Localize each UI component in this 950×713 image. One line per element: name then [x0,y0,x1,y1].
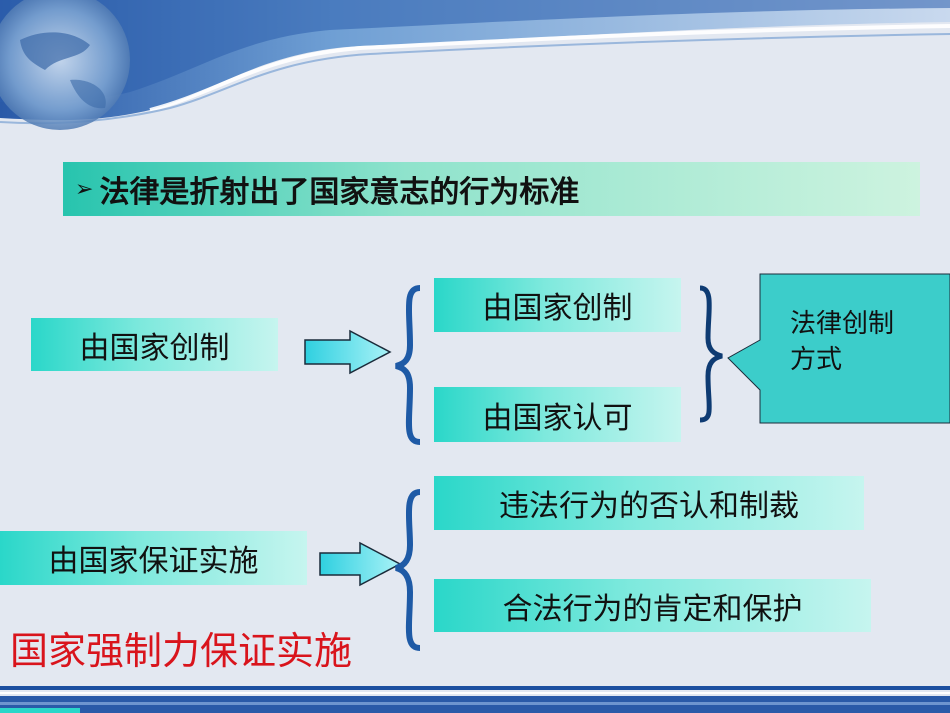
branch-box-affirm: 合法行为的肯定和保护 [434,579,871,632]
arrow-right-icon [304,329,392,375]
branch-box-recognized: 由国家认可 [434,387,681,442]
title-bar: ➢ 法律是折射出了国家意志的行为标准 [63,162,920,216]
right-brace-icon [699,285,723,423]
bullet-arrow-icon: ➢ [75,176,94,202]
left-box-creation: 由国家创制 [31,318,278,371]
branch-box-created: 由国家创制 [434,278,681,332]
callout-label: 法律创制方式 [790,309,895,375]
emphasis-text: 国家强制力保证实施 [10,629,353,673]
left-brace-icon [395,489,421,651]
page-title: 法律是折射出了国家意志的行为标准 [99,175,580,210]
header-banner [0,0,950,130]
footer-banner [0,682,950,713]
branch-box-sanction: 违法行为的否认和制裁 [434,476,864,530]
arrow-right-icon [319,541,402,587]
left-brace-icon [395,285,421,445]
left-box-enforcement: 由国家保证实施 [0,531,307,585]
callout-shape [727,273,950,424]
